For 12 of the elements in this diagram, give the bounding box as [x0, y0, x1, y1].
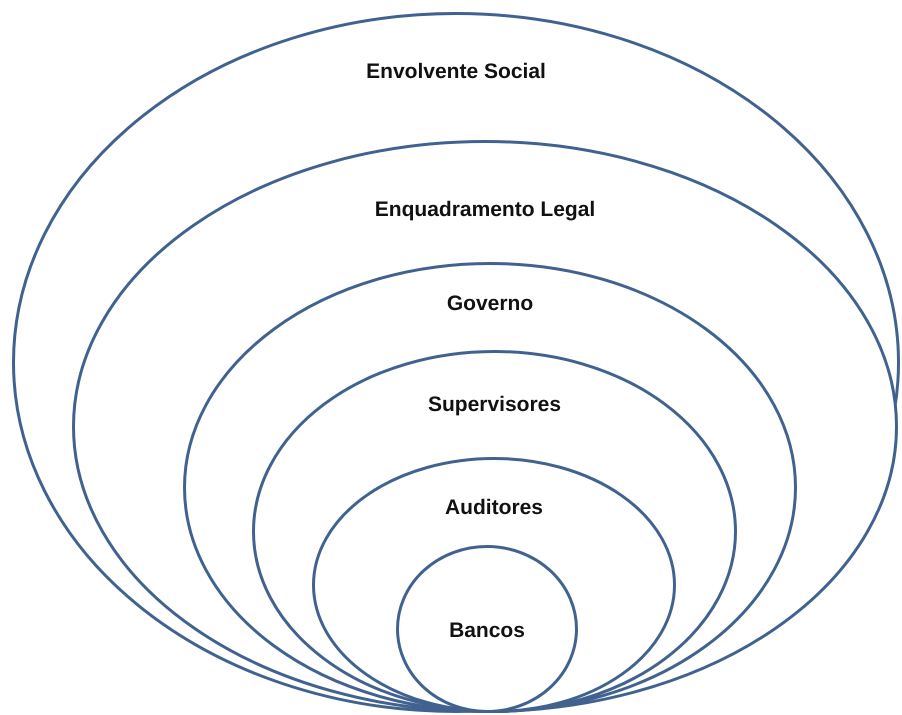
ring-label: Governo [446, 292, 534, 316]
ring-label: Bancos [449, 619, 525, 643]
ellipse [183, 262, 797, 713]
ellipse [252, 350, 737, 713]
ring-label: Envolvente Social [366, 60, 546, 84]
ring-label: Auditores [444, 496, 543, 520]
ellipse [12, 12, 900, 713]
ellipse [396, 545, 578, 713]
ring-label: Enquadramento Legal [374, 198, 596, 222]
ring-label: Supervisores [428, 393, 562, 417]
ellipse [312, 457, 676, 713]
ellipse [72, 140, 898, 713]
